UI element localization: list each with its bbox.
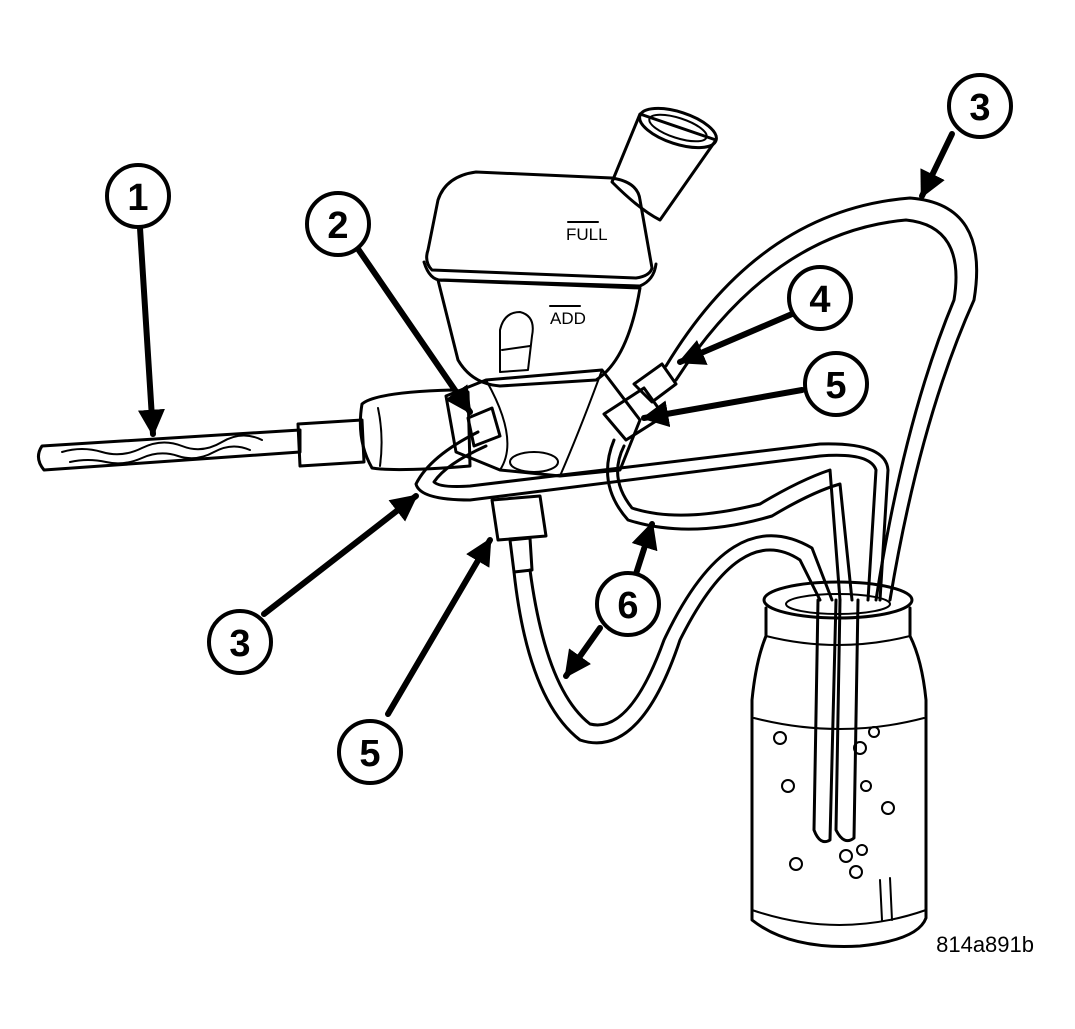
full-mark-label: FULL: [566, 225, 608, 244]
callout-6-label: 6: [617, 585, 638, 627]
callout-3-bottom-label: 3: [229, 623, 250, 665]
callout-3-top: 3: [947, 73, 1013, 139]
bleed-hoses: [414, 196, 979, 844]
callout-6: 6: [595, 571, 661, 637]
callout-5-bottom-label: 5: [359, 733, 380, 775]
callout-2: 2: [305, 191, 371, 257]
callout-4-label: 4: [809, 279, 830, 321]
callout-5-right-label: 5: [825, 365, 846, 407]
extension-rod: [37, 418, 366, 472]
callout-1-label: 1: [127, 177, 148, 219]
callout-3-bottom: 3: [207, 609, 273, 675]
callout-1: 1: [105, 163, 171, 229]
leader-arrows: [137, 131, 955, 717]
callout-5-bottom: 5: [337, 719, 403, 785]
callout-5-right: 5: [803, 351, 869, 417]
callout-3-top-label: 3: [969, 87, 990, 129]
callout-2-label: 2: [327, 205, 348, 247]
add-mark-label: ADD: [550, 309, 586, 328]
collection-bottle: [750, 580, 928, 948]
figure-reference: 814a891b: [936, 932, 1034, 957]
fluid-reservoir: FULL ADD: [422, 106, 718, 388]
callout-4: 4: [787, 265, 853, 331]
